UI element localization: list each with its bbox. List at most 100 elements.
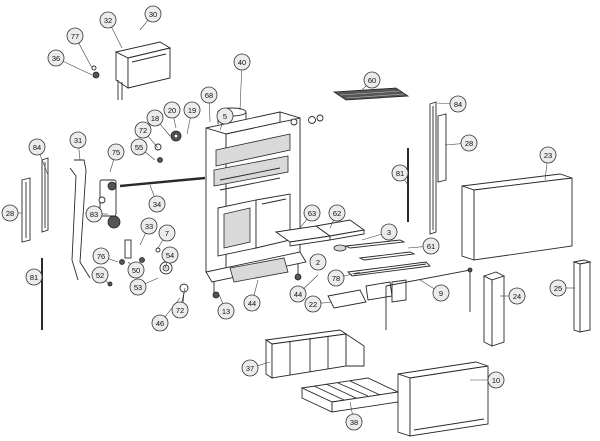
callout-76: 76 [92,247,110,265]
leader-line-38 [349,401,353,415]
callout-number: 28 [465,139,473,148]
leader-line-5 [219,123,223,131]
callout-bubble [241,359,259,377]
leader-line-9 [419,279,435,290]
callout-bubble [309,253,327,271]
callout-81: 81 [25,268,43,286]
callout-61: 61 [422,237,440,255]
callout-number: 72 [176,306,184,315]
callout-number: 44 [248,299,256,308]
callout-bubble [134,121,152,139]
leader-line-32 [111,27,123,49]
leader-line-84 [39,154,49,176]
leader-line-19 [186,117,191,135]
callout-number: 44 [294,290,302,299]
callout-44: 44 [289,285,307,303]
leader-line-7 [157,239,164,249]
leader-line-84 [436,102,451,104]
callout-bubble [327,269,345,287]
top-plates-part [274,219,366,252]
callout-bubble [303,204,321,222]
callout-number: 22 [309,300,317,309]
leader-line-75 [109,159,114,173]
callout-18: 18 [146,109,164,127]
callout-37: 37 [241,359,259,377]
callout-number: 54 [166,251,174,260]
callout-bubble [92,247,110,265]
leader-line-40 [239,69,242,111]
callout-number: 77 [71,32,79,41]
top-grate-part [308,87,410,124]
callout-bubble [432,284,450,302]
posts-part [482,259,592,347]
leader-line-77 [78,42,93,69]
callout-number: 25 [554,284,562,293]
right-rails-part [407,101,447,235]
leader-line-22 [320,301,333,304]
callout-bubble [144,5,162,23]
callout-bubble [1,204,19,222]
callout-number: 3 [387,228,391,237]
callout-72: 72 [134,121,152,139]
callout-25: 25 [549,279,567,297]
callout-20: 20 [163,101,181,119]
callout-bubble [460,134,478,152]
callout-number: 40 [238,58,246,67]
leader-line-60 [359,85,367,93]
callout-number: 30 [149,10,157,19]
brick-stack-part [300,377,400,413]
leader-line-72 [181,287,186,303]
callout-bubble [146,109,164,127]
leader-line-13 [217,291,224,304]
callout-number: 36 [52,54,60,63]
callout-84: 84 [449,95,467,113]
callout-bubble [47,49,65,67]
callout-number: 72 [139,126,147,135]
leader-line-37 [257,361,271,366]
leader-line-52 [105,280,111,286]
callout-30: 30 [144,5,162,23]
callout-number: 10 [492,376,500,385]
callout-bubble [28,138,46,156]
callout-38: 38 [345,413,363,431]
callout-number: 46 [156,319,164,328]
callout-bubble [85,205,103,223]
callout-5: 5 [216,107,234,125]
callout-75: 75 [107,143,125,161]
callout-77: 77 [66,27,84,45]
callout-46: 46 [151,314,169,332]
leader-line-20 [173,117,177,129]
callout-28: 28 [460,134,478,152]
leader-line-34 [149,184,155,197]
callout-bubble [66,27,84,45]
callout-bubble [304,295,322,313]
callout-bubble [363,71,381,89]
stove-body-part [205,107,307,299]
callout-number: 78 [332,274,340,283]
callout-number: 38 [350,418,358,427]
callout-68: 68 [200,86,218,104]
callout-23: 23 [539,146,557,164]
glass-door-part [397,361,489,437]
callout-bubble [163,101,181,119]
callout-10: 10 [487,371,505,389]
leader-line-30 [139,20,149,31]
callout-bubble [391,164,409,182]
callout-bubble [148,195,166,213]
callout-number: 75 [112,148,120,157]
callout-number: 32 [104,16,112,25]
callout-52: 52 [91,266,109,284]
callout-34: 34 [148,195,166,213]
firebrick-set-part [264,329,365,379]
leader-line-36 [63,61,93,76]
callout-number: 76 [97,252,105,261]
callout-28: 28 [1,204,19,222]
callout-bubble [549,279,567,297]
leader-line-28 [444,143,462,146]
left-rails-part [21,157,49,330]
callout-63: 63 [303,204,321,222]
callout-50: 50 [127,261,145,279]
callout-number: 83 [90,210,98,219]
callout-bubble [200,86,218,104]
callout-number: 28 [6,209,14,218]
